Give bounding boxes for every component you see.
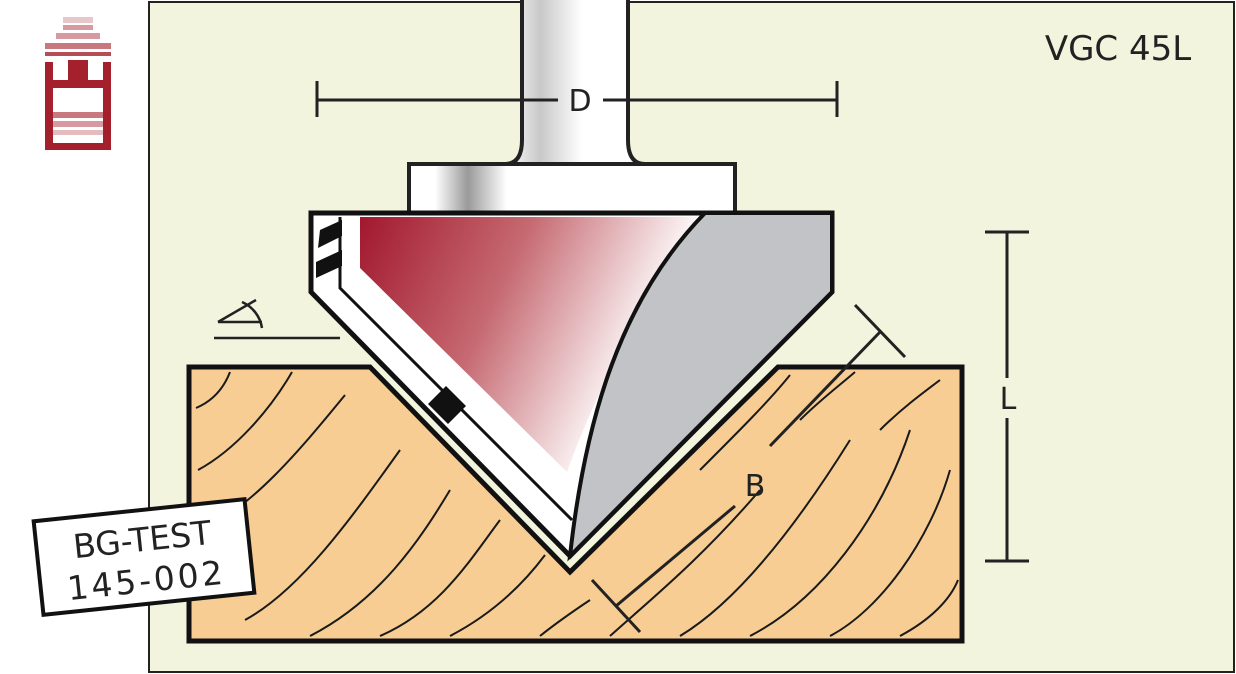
dimension-l-label: L: [1000, 382, 1017, 417]
model-label: VGC 45L: [1045, 29, 1191, 69]
wood-block: [186, 364, 965, 644]
dimension-b-label: B: [745, 469, 766, 504]
dimension-d-label: D: [568, 84, 591, 119]
dimension-d: [315, 81, 839, 117]
test-stamp: BG-TEST 145-002: [31, 496, 257, 618]
bit-shank: [504, 0, 646, 166]
dimension-l: [985, 230, 1029, 563]
angle-icon: [214, 298, 340, 340]
bit-collar: [407, 162, 737, 216]
bit-cutter: [308, 210, 835, 562]
dimension-b: [590, 303, 907, 634]
router-bit-logo-icon: [45, 17, 111, 150]
